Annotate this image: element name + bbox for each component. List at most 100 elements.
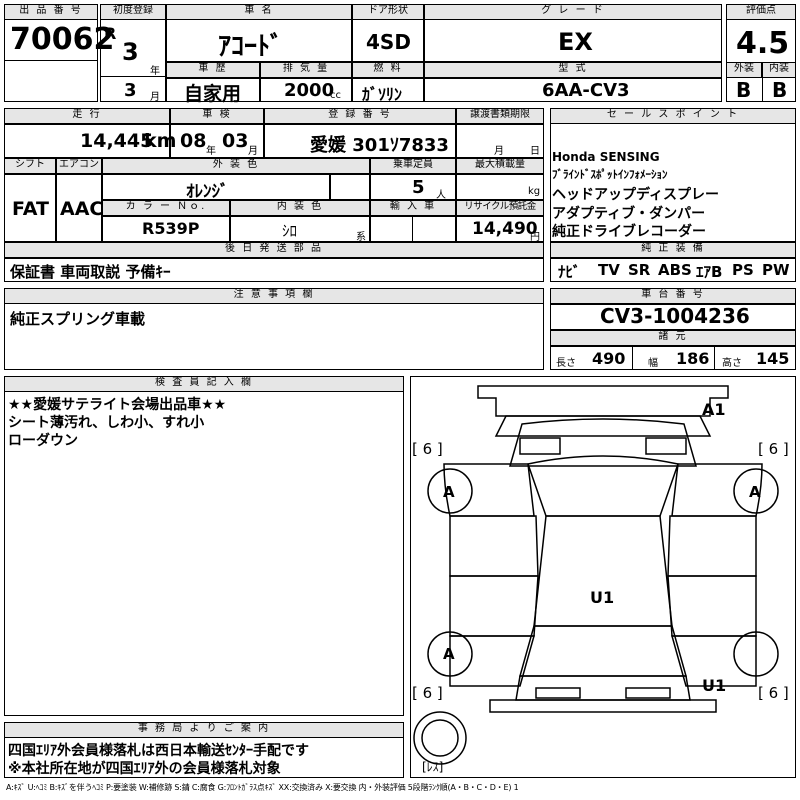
- equipment-cell: [550, 258, 796, 282]
- fuel-cell: [352, 78, 424, 102]
- mark-wheel-rl: A: [443, 645, 455, 663]
- exterior-color-label: 外 装 色: [102, 158, 370, 174]
- door-type: 4SD: [366, 30, 411, 54]
- interior-grade-label: 内装: [762, 62, 796, 78]
- exterior-grade: B: [736, 78, 752, 102]
- equipment-navi: ﾅﾋﾞ: [558, 263, 581, 281]
- era: R: [104, 24, 117, 43]
- equipment-ps: PS: [732, 261, 754, 279]
- width: 186: [676, 349, 710, 368]
- lot-lower: [4, 60, 98, 102]
- specs-label: 諸 元: [550, 330, 796, 346]
- max-load-cell: [456, 174, 544, 200]
- import-cell: [370, 216, 456, 242]
- sales-point-2: ﾌﾞﾗｲﾝﾄﾞｽﾎﾟｯﾄｲﾝﾌｫﾒｰｼｮﾝ: [552, 168, 668, 181]
- notes-text: 純正スプリング車載: [10, 310, 146, 328]
- roof-outline: [533, 515, 673, 627]
- import-label: 輸 入 車: [370, 200, 456, 216]
- spare-tire-inner: [421, 719, 459, 757]
- interior-grade: B: [772, 78, 788, 102]
- notes-label: 注 意 事 項 欄: [4, 288, 544, 304]
- mark-wheel-fr: A: [749, 483, 761, 501]
- inspector-line-1: ★★愛媛サテライト会場出品車★★: [8, 397, 227, 413]
- width-label: 幅: [648, 358, 658, 369]
- inspection-cell: [170, 124, 264, 158]
- exterior-color-extra: [330, 174, 370, 200]
- max-load-label: 最大積載量: [456, 158, 544, 174]
- inspector-line-3: ローダウン: [8, 433, 78, 449]
- equipment-sr: SR: [628, 261, 651, 279]
- inspection-label: 車 検: [170, 108, 264, 124]
- fuel: ｶﾞｿﾘﾝ: [362, 85, 403, 104]
- mileage-cell: [4, 124, 170, 158]
- tire-fl-depth: [ 6 ]: [412, 440, 443, 458]
- mileage-unit: km: [144, 130, 177, 152]
- model-label: 型 式: [424, 62, 722, 78]
- exterior-grade-label: 外装: [726, 62, 762, 78]
- ac: AAC: [60, 198, 104, 220]
- history-label: 車 歴: [166, 62, 260, 78]
- inspection-year: 08: [180, 130, 207, 152]
- windshield-outline: [527, 455, 679, 517]
- score-value: 4.5: [736, 26, 790, 61]
- displacement: 2000: [284, 80, 335, 101]
- recycle-fee: 14,490: [472, 219, 538, 239]
- max-load-unit: kg: [528, 186, 541, 197]
- score-label: 評価点: [726, 4, 796, 20]
- sales-point-4: アダプティブ・ダンパー: [552, 206, 706, 222]
- shift: FAT: [12, 198, 49, 220]
- left-fender-outline: [443, 463, 535, 517]
- rear-window-outline: [519, 625, 687, 677]
- sales-point-5: 純正ドライブレコーダー: [552, 224, 706, 240]
- wheel-rr-shape: [733, 631, 779, 677]
- exterior-color: ｵﾚﾝｼﾞ: [186, 182, 229, 202]
- shift-cell: [4, 174, 56, 242]
- office-line-1: 四国ｴﾘｱ外会員様落札は西日本輸送ｾﾝﾀｰ手配です: [8, 743, 309, 759]
- ac-label: エアコン: [56, 158, 102, 174]
- mark-wheel-fl: A: [443, 483, 455, 501]
- sales-point-3: ヘッドアップディスプレー: [552, 187, 720, 203]
- interior-color: ｼﾛ: [282, 222, 298, 240]
- color-no-label: カ ラ ー Ｎｏ.: [102, 200, 230, 216]
- transfer-month-unit: 月: [494, 146, 504, 157]
- specs-cell: [550, 346, 796, 370]
- transfer-label: 譲渡書類期限: [456, 108, 544, 124]
- height-label: 高さ: [722, 358, 742, 369]
- shift-label: シフト: [4, 158, 56, 174]
- year-unit: 年: [150, 66, 160, 77]
- length-label: 長さ: [556, 358, 576, 369]
- lot-number: 70062: [10, 22, 115, 57]
- tire-fr-depth: [ 6 ]: [758, 440, 789, 458]
- specs-divider-2: [714, 346, 715, 370]
- first-reg-label: 初度登録: [100, 4, 166, 20]
- capacity: 5: [412, 177, 425, 198]
- inspector-label: 検 査 員 記 入 欄: [4, 376, 404, 392]
- car-name: ｱｺｰﾄﾞ: [218, 32, 284, 62]
- length: 490: [592, 349, 626, 368]
- tire-rr-depth: [ 6 ]: [758, 684, 789, 702]
- sales-points-label: セ ー ル ス ポ イ ン ト: [550, 108, 796, 124]
- recycle-cell: [456, 216, 544, 242]
- right-quarter-outline: [671, 635, 757, 687]
- reg-month: 3: [124, 80, 137, 101]
- interior-color-unit: 系: [356, 232, 366, 243]
- office-line-2: ※本社所在地が四国ｴﾘｱ外の会員様落札対象: [8, 761, 281, 777]
- mark-rear-quarter: U1: [702, 676, 727, 695]
- interior-color-label: 内 装 色: [230, 200, 370, 216]
- mark-front-bumper: A1: [702, 400, 726, 419]
- interior-color-cell: [230, 216, 370, 242]
- recycle-unit: 円: [530, 232, 540, 243]
- chassis-number: CV3-1004236: [600, 304, 750, 328]
- plate: 愛媛 301ｿ7833: [310, 135, 449, 156]
- car-diagram: [413, 385, 779, 765]
- car-name-label: 車 名: [166, 4, 352, 20]
- later-parts-label: 後 日 発 送 部 品: [4, 242, 544, 258]
- displacement-label: 排 気 量: [260, 62, 352, 78]
- equipment-airbag: ｴｱB: [696, 263, 723, 281]
- office-label: 事 務 局 よ り ご 案 内: [4, 722, 404, 738]
- front-panel-outline: [494, 415, 712, 437]
- inspection-month: 03: [222, 130, 249, 152]
- month-unit: 月: [150, 92, 160, 103]
- right-rear-door-outline: [667, 575, 757, 637]
